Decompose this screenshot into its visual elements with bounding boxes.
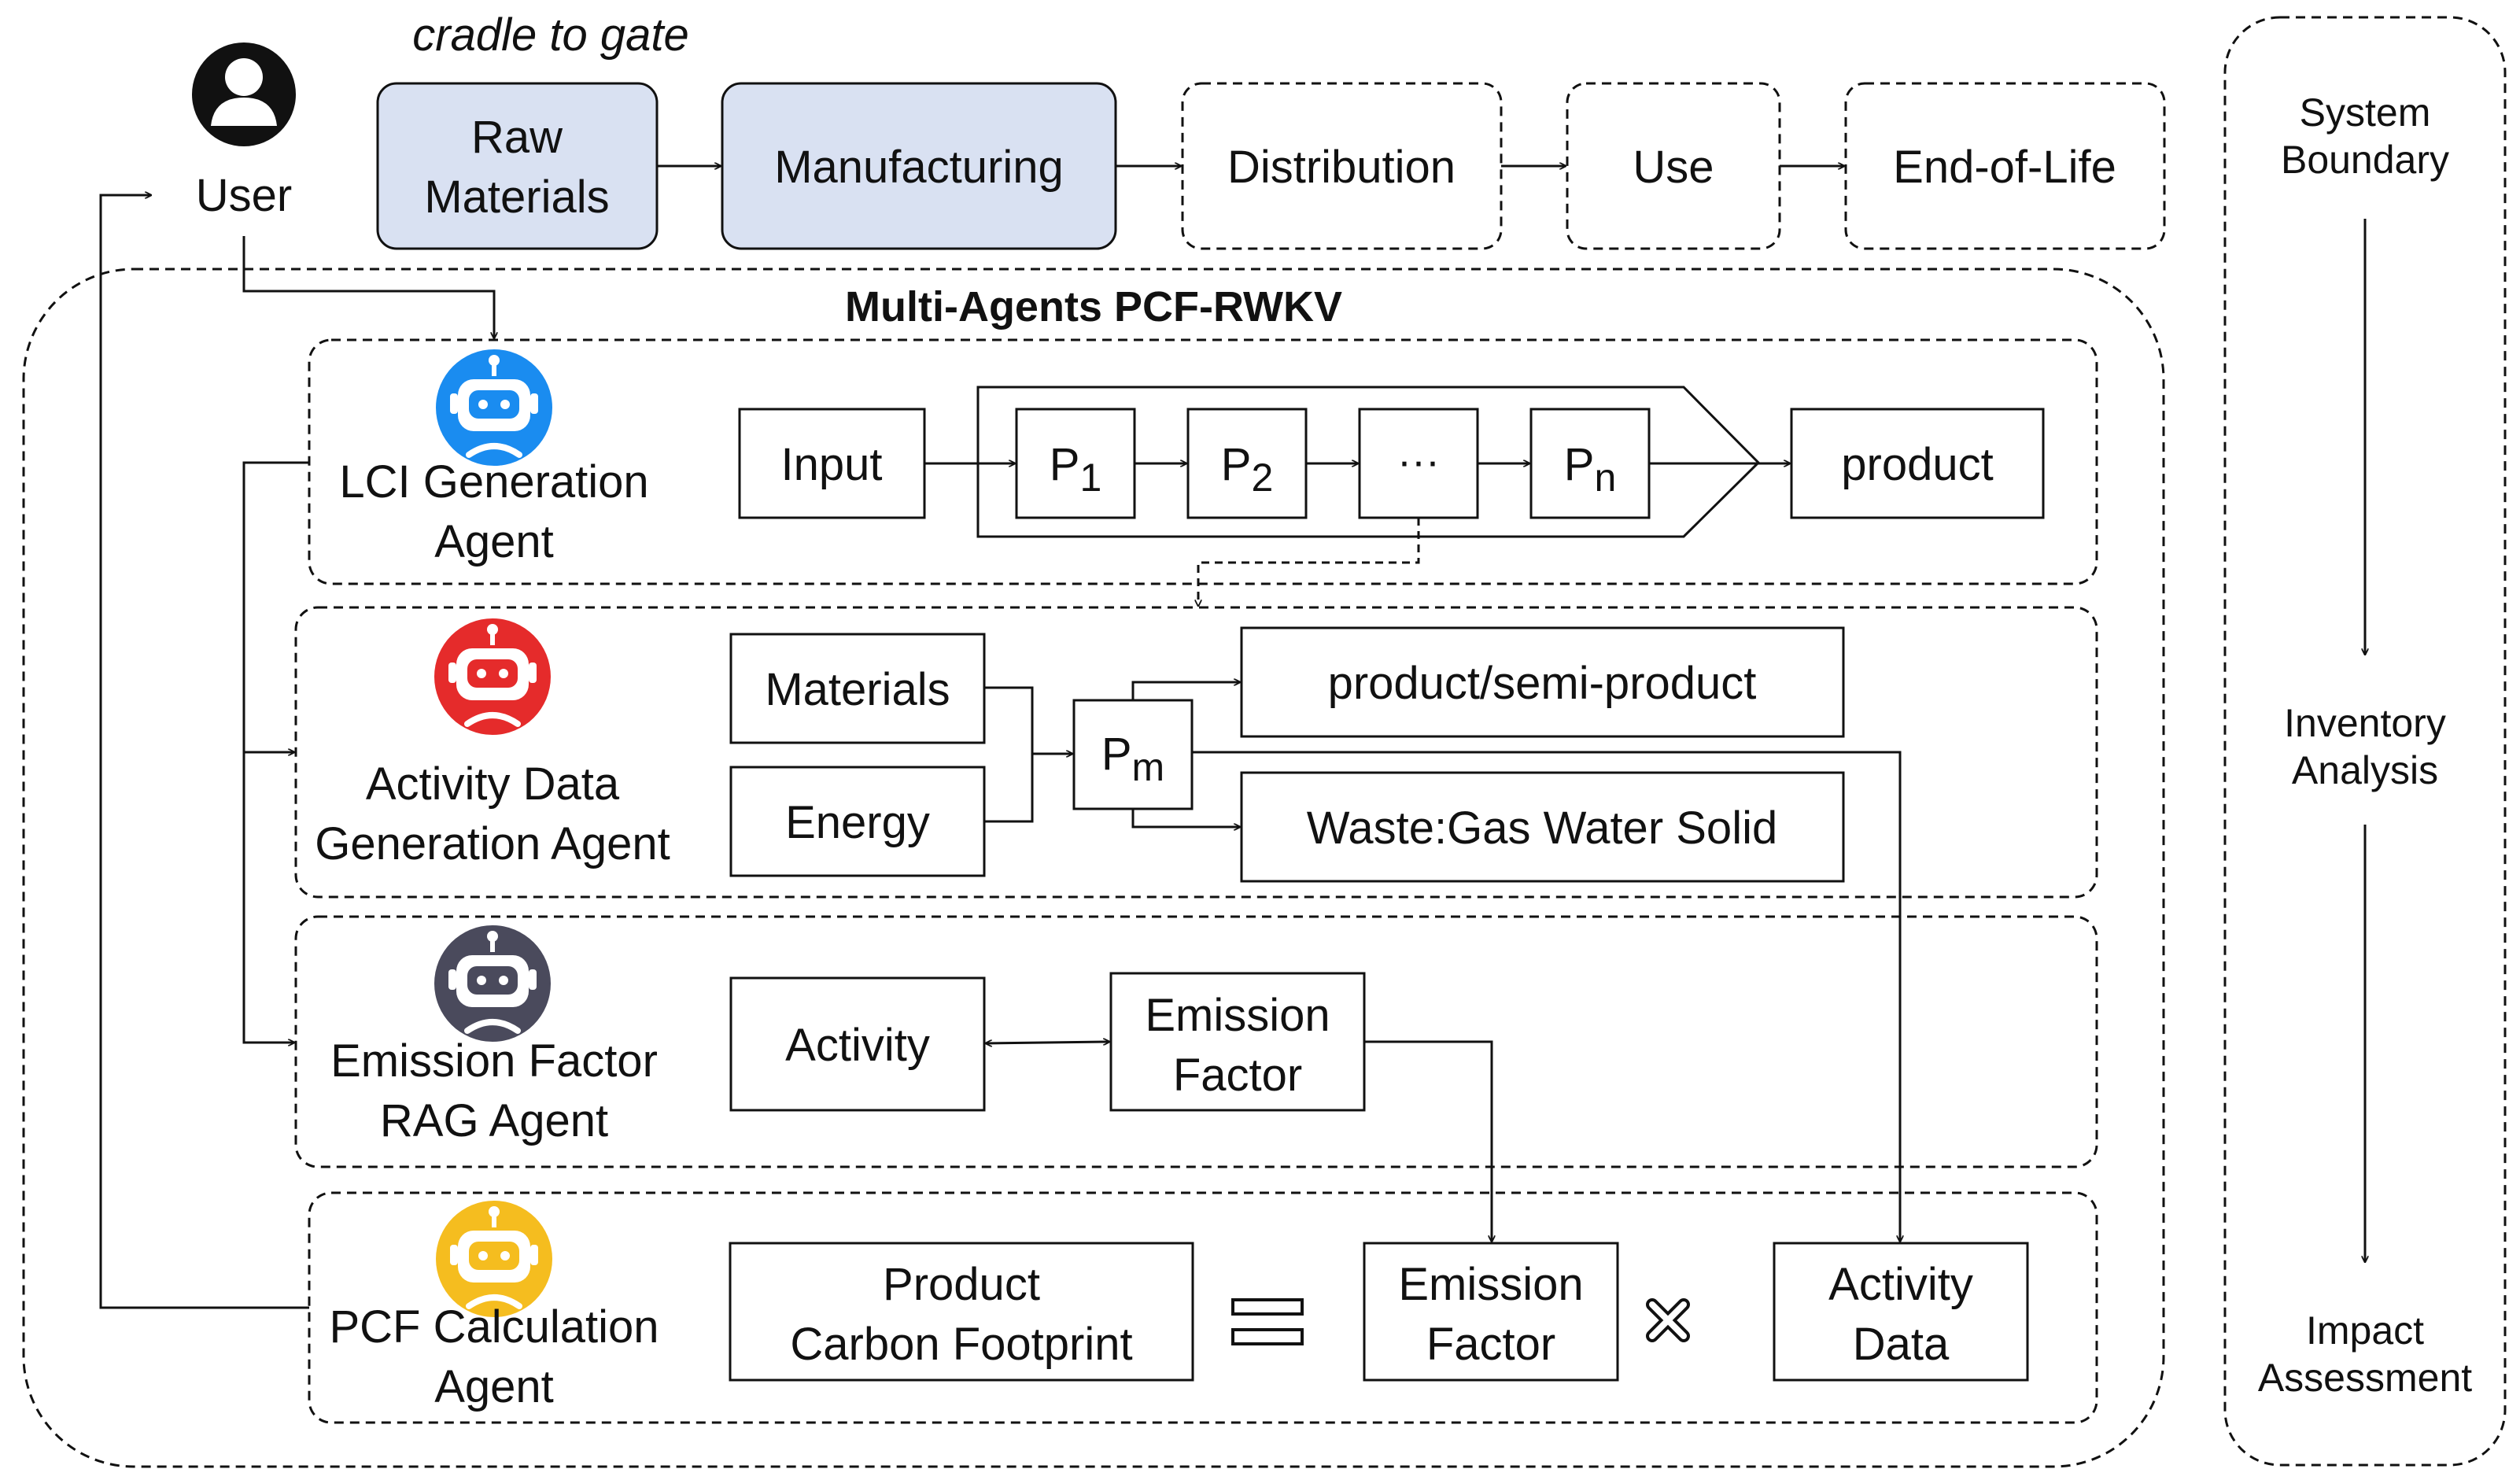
process-pn-label: Pn (1564, 439, 1617, 500)
lci-input-box: Input (738, 408, 926, 519)
process-pm-box: Pm (1072, 699, 1194, 810)
framework-container (22, 268, 2165, 1468)
lifecycle-stage-manufacturing: Manufacturing (721, 82, 1117, 250)
waste-box: Waste:Gas Water Solid (1240, 771, 1845, 883)
lifecycle-stage-end-of-life: End-of-Life (1844, 82, 2166, 250)
process-ellipsis-label: ··· (1397, 437, 1440, 485)
lca-phases-sidebar (2223, 16, 2507, 1467)
emission-robot-icon (434, 925, 551, 1042)
process-p1-box: P1 (1015, 408, 1136, 519)
stage-label: Distribution (1227, 142, 1456, 193)
stage-label: Materials (424, 172, 609, 223)
lci-to-activity-dashed-arrow (1198, 518, 1420, 606)
process-p1-label: P1 (1050, 439, 1102, 500)
lci-agent-name: LCI Generation (339, 456, 648, 507)
process-ellipsis-box: ··· (1358, 408, 1479, 519)
lci-input-label: Input (781, 439, 883, 490)
impact-assessment-label: Assessment (2258, 1356, 2472, 1400)
pcf-agent-name: PCF Calculation (329, 1301, 659, 1353)
product-carbon-footprint-label: Carbon Footprint (790, 1319, 1132, 1370)
process-chain-shape (976, 386, 1761, 538)
materials-box: Materials (729, 633, 986, 744)
process-p2-label: P2 (1221, 439, 1274, 500)
framework-title: Multi-Agents PCF-RWKV (845, 283, 1342, 330)
activity-agent-name: Generation Agent (315, 818, 670, 869)
activity-box: Activity (729, 976, 986, 1112)
scope-label: cradle to gate (412, 9, 688, 61)
activity-robot-icon (434, 618, 551, 735)
energy-box: Energy (729, 766, 986, 877)
activity-label: Activity (785, 1020, 930, 1071)
lifecycle-stage-raw-materials: Raw Materials (376, 82, 659, 250)
activity-flow-arrows (984, 682, 1900, 1242)
stage-label: End-of-Life (1893, 142, 2116, 193)
inventory-analysis-label: Analysis (2292, 748, 2438, 792)
system-boundary-label: System (2300, 90, 2431, 135)
emission-agent-panel (294, 915, 2098, 1168)
user-avatar-icon (192, 42, 296, 146)
emission-flow-arrows (986, 1042, 1492, 1242)
process-pm-label: Pm (1101, 729, 1164, 789)
lifecycle-stage-distribution: Distribution (1181, 82, 1503, 250)
pcf-agent-name: Agent (434, 1361, 554, 1412)
lci-agent-name: Agent (434, 516, 554, 567)
stage-label: Manufacturing (774, 142, 1064, 193)
lci-robot-icon (436, 349, 552, 466)
stage-label: Raw (471, 112, 563, 163)
pcf-emission-factor-label: Emission (1398, 1259, 1583, 1310)
product-carbon-footprint-box: Product Carbon Footprint (729, 1242, 1194, 1382)
multiply-icon (1646, 1298, 1690, 1342)
stage-label: Use (1633, 142, 1714, 193)
impact-assessment-label: Impact (2306, 1308, 2424, 1353)
pcf-agent-panel (308, 1191, 2098, 1424)
lifecycle-stage-use: Use (1566, 82, 1781, 250)
activity-data-box: Activity Data (1773, 1242, 2029, 1382)
activity-data-label: Activity (1828, 1259, 1973, 1310)
product-semi-product-label: product/semi-product (1328, 658, 1757, 709)
emission-factor-label: Emission (1145, 990, 1330, 1041)
energy-label: Energy (785, 797, 930, 848)
activity-agent-panel (294, 606, 2098, 899)
process-p2-box: P2 (1186, 408, 1308, 519)
emission-agent-name: Emission Factor (330, 1035, 658, 1087)
inventory-analysis-label: Inventory (2284, 701, 2446, 745)
pcf-emission-factor-box: Emission Factor (1363, 1242, 1619, 1382)
product-semi-product-box: product/semi-product (1240, 626, 1845, 738)
activity-agent-name: Activity Data (366, 758, 620, 810)
waste-label: Waste:Gas Water Solid (1307, 803, 1777, 854)
pcf-emission-factor-label: Factor (1426, 1319, 1555, 1370)
process-pn-box: Pn (1529, 408, 1651, 519)
emission-factor-label: Factor (1173, 1050, 1302, 1101)
activity-data-label: Data (1853, 1319, 1950, 1370)
equals-icon (1231, 1298, 1304, 1345)
lci-product-box: product (1790, 408, 2045, 519)
user-connectors (99, 195, 494, 1309)
emission-factor-box: Emission Factor (1109, 972, 1366, 1112)
product-carbon-footprint-label: Product (883, 1259, 1040, 1310)
emission-agent-name: RAG Agent (380, 1095, 608, 1146)
lci-product-label: product (1841, 439, 1993, 490)
materials-label: Materials (765, 664, 950, 715)
user-label: User (196, 170, 292, 221)
pcf-robot-icon (436, 1201, 552, 1317)
system-boundary-label: Boundary (2281, 138, 2449, 182)
